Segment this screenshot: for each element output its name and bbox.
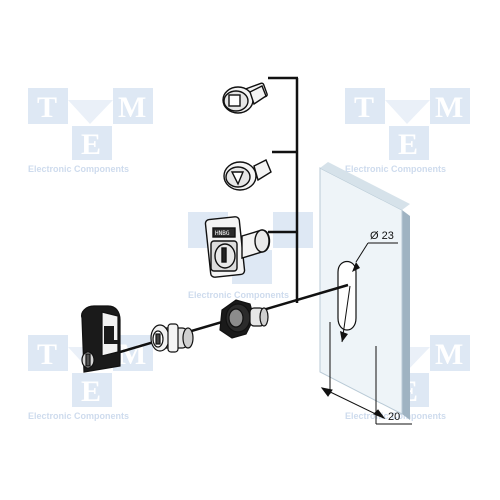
svg-text:T: T (37, 91, 57, 124)
svg-text:Electronic Components: Electronic Components (28, 411, 129, 421)
diameter-dimension: Ø 23 (340, 230, 398, 343)
svg-text:M: M (435, 338, 463, 371)
svg-text:Electronic Components: Electronic Components (28, 164, 129, 174)
key-lock-insert-icon: HNBG (204, 216, 271, 278)
watermark-top-right: T M E Electronic Components (345, 88, 470, 174)
svg-text:Electronic Components: Electronic Components (345, 164, 446, 174)
connector-bracket (268, 76, 299, 303)
svg-text:E: E (398, 128, 418, 161)
svg-text:HNBG: HNBG (215, 230, 230, 237)
svg-text:Electronic Components: Electronic Components (345, 411, 446, 421)
mounting-nut-icon (219, 299, 269, 339)
svg-text:M: M (435, 91, 463, 124)
svg-text:E: E (81, 375, 101, 408)
door-panel (319, 162, 410, 420)
svg-text:T: T (37, 338, 57, 371)
handle-cap-icon (81, 305, 121, 373)
svg-text:M: M (118, 338, 146, 371)
square-insert-icon (222, 82, 268, 114)
width-dimension: 20 (320, 322, 412, 425)
panel-cutout (337, 260, 357, 331)
watermark-top-left: T M E Electronic Components (28, 88, 153, 174)
svg-text:E: E (81, 128, 101, 161)
svg-text:T: T (354, 91, 374, 124)
width-label: 20 (388, 411, 400, 423)
lock-cylinder-icon (150, 323, 194, 353)
triangle-insert-icon (223, 159, 272, 191)
svg-text:Electronic Components: Electronic Components (188, 290, 289, 300)
svg-text:M: M (118, 91, 146, 124)
diameter-label: Ø 23 (370, 230, 394, 242)
